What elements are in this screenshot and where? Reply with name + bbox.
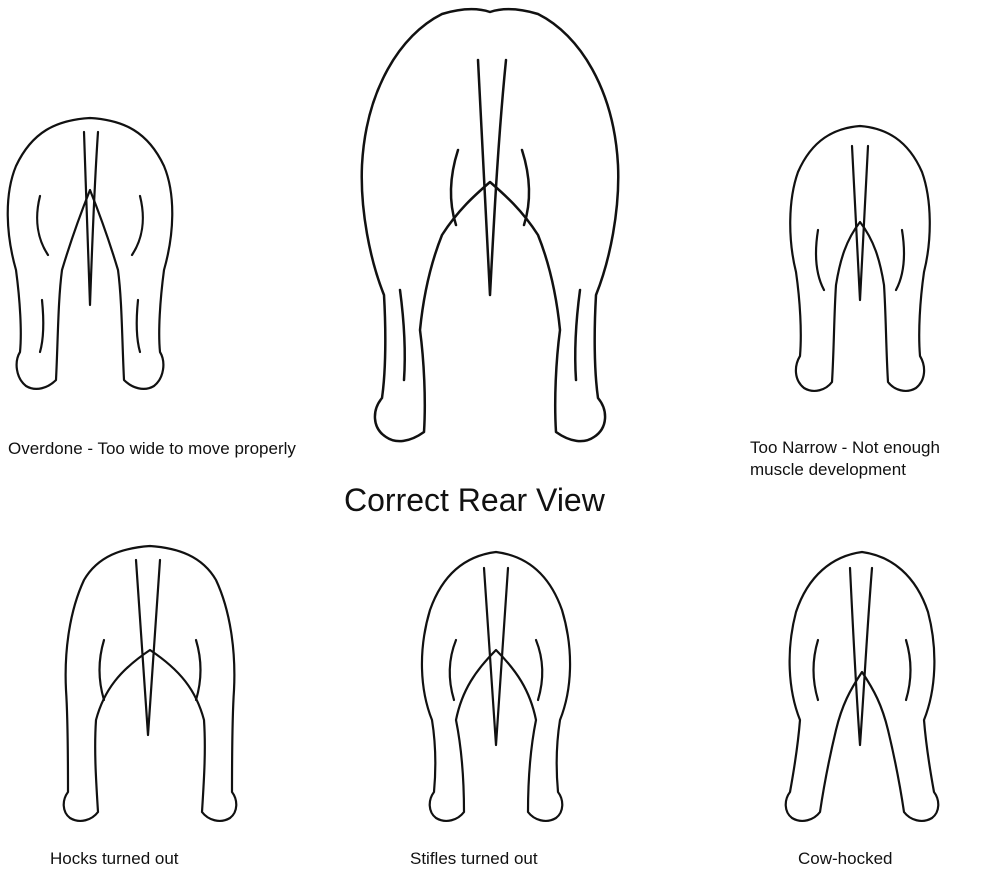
caption-too-narrow: Too Narrow - Not enough muscle developme… — [750, 437, 995, 481]
outline — [790, 126, 930, 391]
muscle-line — [100, 640, 105, 700]
muscle-line — [450, 640, 456, 700]
muscle-line — [196, 640, 201, 700]
page-title: Correct Rear View — [344, 482, 605, 519]
muscle-line — [37, 196, 48, 255]
outline — [64, 546, 237, 821]
figure-correct — [362, 9, 619, 441]
muscle-line — [137, 300, 140, 352]
outline — [786, 552, 939, 821]
muscle-line — [400, 290, 405, 380]
muscle-line — [536, 640, 542, 700]
outline — [422, 552, 570, 821]
figure-hocks-turned-out — [64, 546, 237, 821]
outline — [362, 9, 619, 441]
muscle-line — [906, 640, 911, 700]
figure-overdone — [8, 118, 173, 389]
caption-hocks-turned-out: Hocks turned out — [50, 848, 179, 870]
figure-cow-hocked — [786, 552, 939, 821]
caption-overdone: Overdone - Too wide to move properly — [8, 438, 298, 460]
outline — [8, 118, 173, 389]
muscle-line — [814, 640, 819, 700]
muscle-line — [816, 230, 824, 290]
tail — [136, 560, 160, 735]
figure-stifles-turned-out — [422, 552, 570, 821]
tail — [850, 568, 872, 745]
caption-cow-hocked: Cow-hocked — [798, 848, 893, 870]
tail — [478, 60, 506, 295]
tail — [484, 568, 508, 745]
tail — [84, 132, 98, 305]
muscle-line — [896, 230, 904, 290]
muscle-line — [132, 196, 143, 255]
muscle-line — [575, 290, 580, 380]
figure-too-narrow — [790, 126, 930, 391]
muscle-line — [40, 300, 43, 352]
caption-stifles-turned-out: Stifles turned out — [410, 848, 538, 870]
